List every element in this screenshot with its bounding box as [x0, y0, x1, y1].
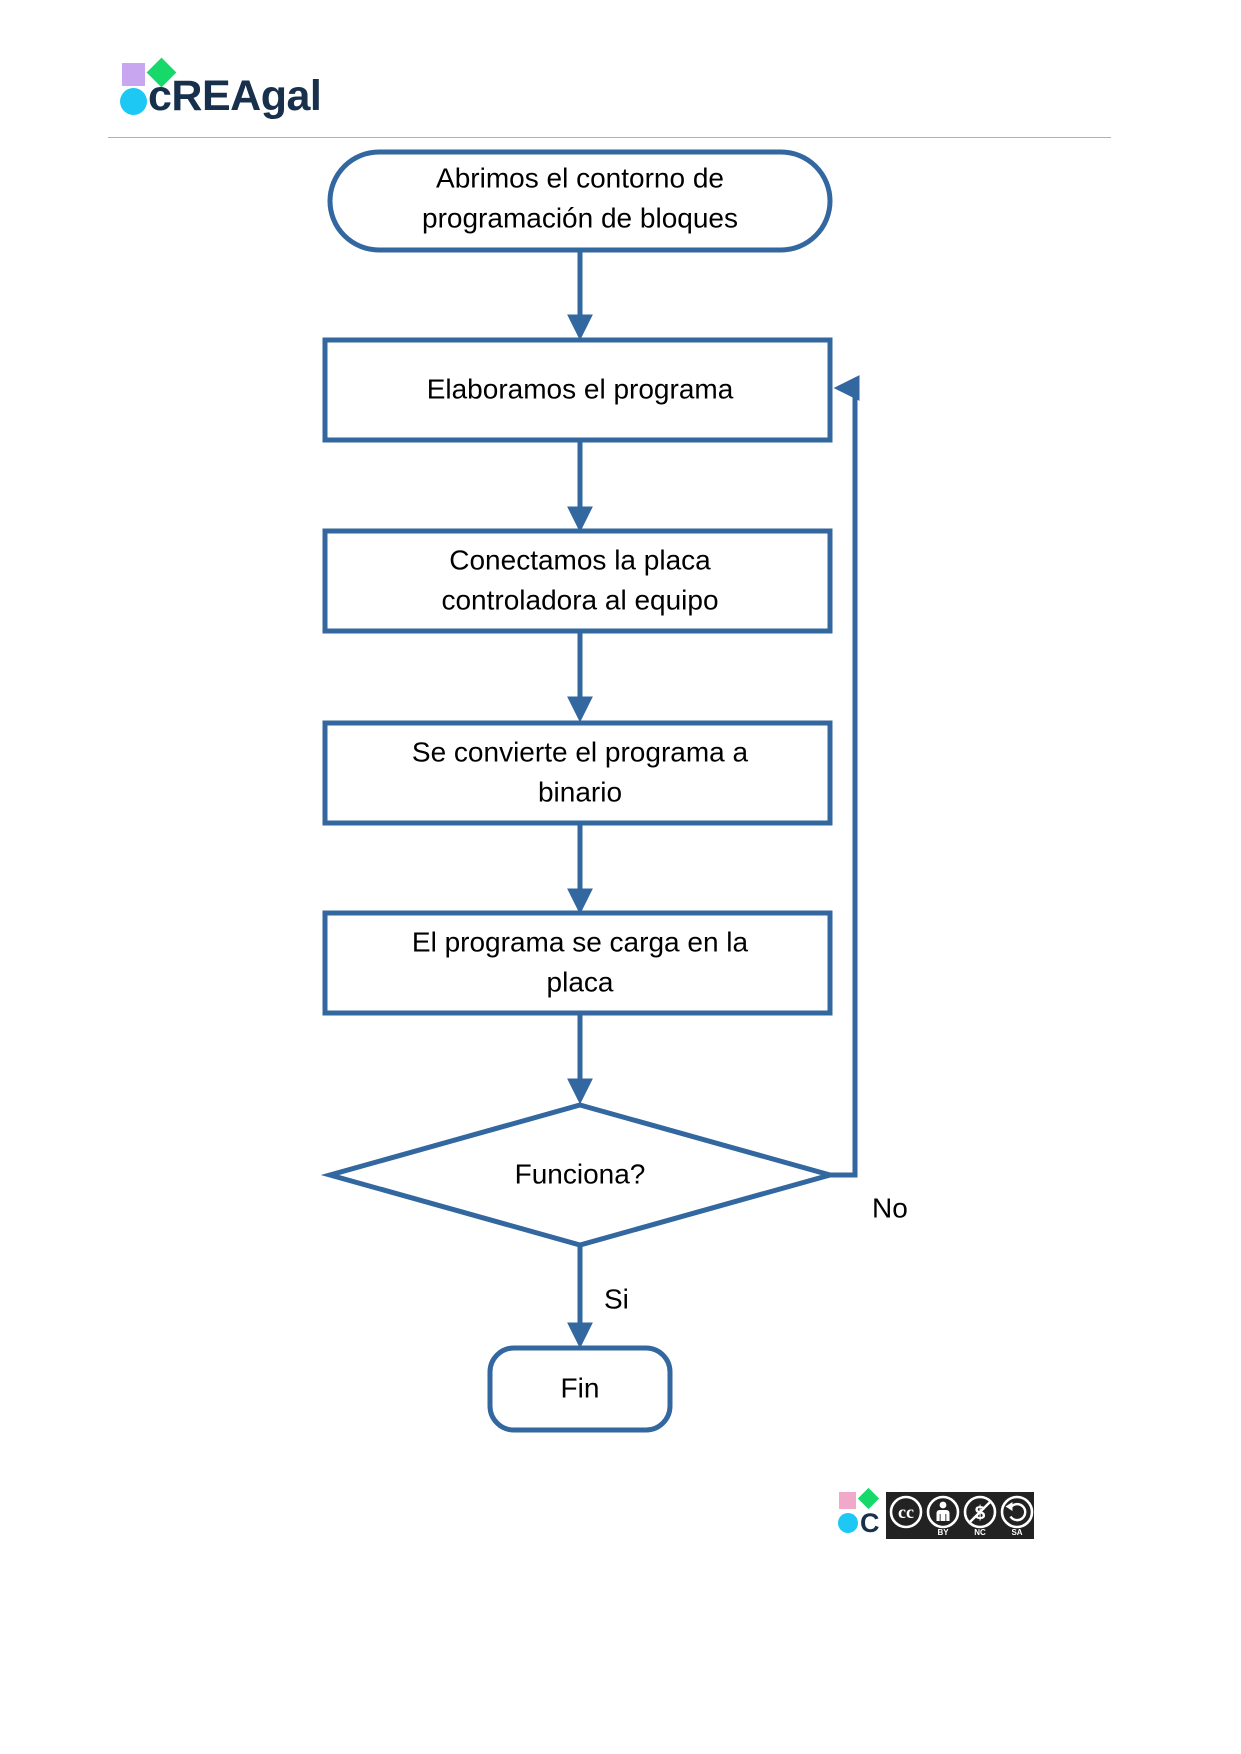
footer-logo-letter: C — [860, 1508, 880, 1538]
node-start-line-1: Abrimos el contorno de — [436, 162, 724, 193]
brand-logo-text: cREAgal — [148, 72, 322, 120]
flowchart: Abrimos el contorno de programación de b… — [0, 140, 1241, 1470]
logo-square-icon — [122, 63, 145, 86]
footer-brand-logo: C — [836, 1487, 882, 1540]
svg-text:$: $ — [975, 1503, 986, 1524]
page-footer: C cc $ — [836, 1487, 1156, 1544]
connectors — [567, 250, 860, 1349]
node-conectar[interactable]: Conectamos la placa controladora al equi… — [322, 528, 833, 634]
node-conectar-line-2: controladora al equipo — [441, 584, 718, 615]
by-icon — [926, 1495, 960, 1529]
sa-icon — [1000, 1495, 1034, 1529]
cc-term-by: BY — [937, 1528, 949, 1537]
page-header: cREAgal — [0, 0, 1241, 140]
cc-term-nc: NC — [974, 1528, 986, 1537]
node-decision-label: Funciona? — [515, 1158, 646, 1189]
node-conectar-line-1: Conectamos la placa — [449, 544, 711, 575]
footer-logo-diamond-icon — [857, 1487, 880, 1510]
header-divider — [108, 137, 1111, 138]
node-cargar-line-2: placa — [547, 966, 614, 997]
edge-decision-no-to-elaborar — [830, 375, 860, 1178]
node-convertir-line-1: Se convierte el programa a — [412, 736, 749, 767]
node-start-line-2: programación de bloques — [422, 202, 738, 233]
node-decision[interactable]: Funciona? — [320, 1102, 840, 1248]
node-convertir-line-2: binario — [538, 776, 622, 807]
edge-label-no: No — [872, 1192, 908, 1223]
logo-marks — [118, 57, 180, 120]
edge-label-si: Si — [604, 1283, 629, 1314]
node-fin[interactable]: Fin — [487, 1345, 673, 1433]
node-start[interactable]: Abrimos el contorno de programación de b… — [327, 149, 833, 253]
footer-logo-square-icon — [839, 1492, 856, 1509]
cc-icon: cc — [889, 1495, 923, 1529]
node-fin-label: Fin — [561, 1372, 600, 1403]
node-cargar[interactable]: El programa se carga en la placa — [322, 910, 833, 1016]
logo-circle-icon — [120, 88, 147, 115]
node-convertir[interactable]: Se convierte el programa a binario — [322, 720, 833, 826]
node-elaborar[interactable]: Elaboramos el programa — [322, 337, 833, 443]
brand-logo: cREAgal — [118, 57, 378, 120]
footer-logo-circle-icon — [838, 1513, 858, 1533]
nc-icon: $ — [963, 1495, 997, 1529]
svg-text:cc: cc — [898, 1502, 914, 1522]
node-cargar-line-1: El programa se carga en la — [412, 926, 749, 957]
node-elaborar-line-1: Elaboramos el programa — [427, 373, 734, 404]
cc-term-sa: SA — [1011, 1528, 1022, 1537]
creative-commons-badge[interactable]: cc $ BY NC SA — [886, 1492, 1034, 1539]
